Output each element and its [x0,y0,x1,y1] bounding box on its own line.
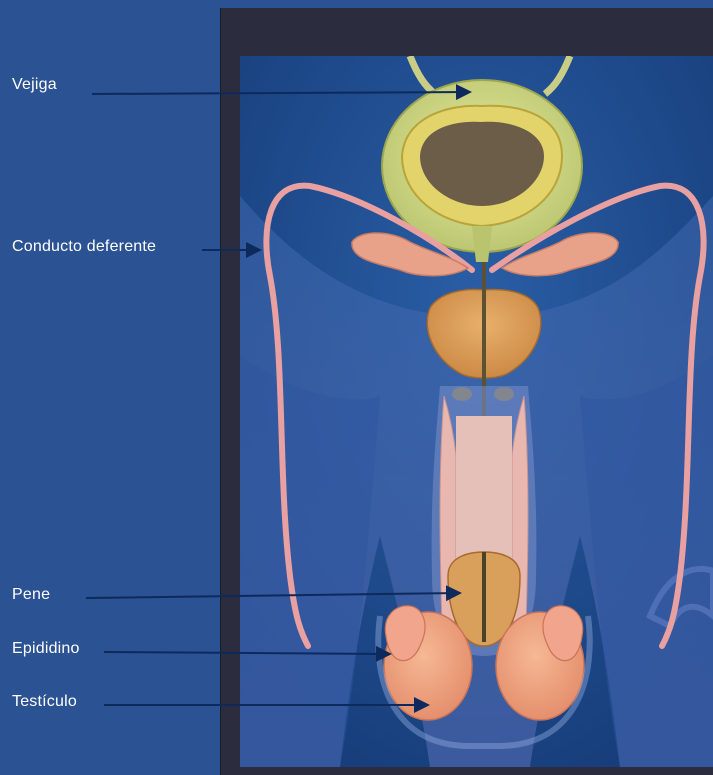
label-epididymis: Epididino [12,640,80,658]
label-testicle: Testículo [12,693,77,711]
label-penis: Pene [12,586,50,604]
label-bladder: Vejiga [12,76,57,94]
anatomy-illustration [240,56,713,767]
label-vas-deferens: Conducto deferente [12,238,156,256]
